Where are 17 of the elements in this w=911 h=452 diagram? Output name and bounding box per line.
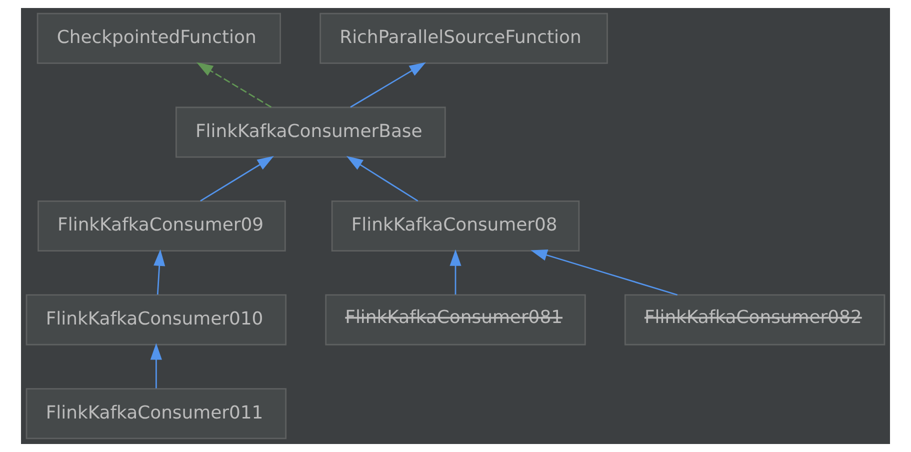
arrow — [346, 156, 418, 202]
arrow — [150, 343, 162, 388]
arrow — [350, 62, 426, 108]
node-box: CheckpointedFunction — [36, 12, 281, 64]
arrow — [530, 250, 678, 296]
arrow — [200, 156, 274, 202]
node-box: RichParallelSourceFunction — [320, 12, 608, 64]
node-box: FlinkKafkaConsumer011 — [26, 388, 287, 440]
arrow — [154, 249, 166, 295]
node-box: FlinkKafkaConsumerBase — [176, 106, 446, 158]
node-box: FlinkKafkaConsumer08 — [331, 200, 580, 252]
arrow — [196, 62, 272, 108]
arrow — [450, 249, 462, 294]
node-box: FlinkKafkaConsumer010 — [26, 294, 287, 346]
node-box: FlinkKafkaConsumer09 — [38, 200, 286, 252]
node-box: FlinkKafkaConsumer081 — [325, 294, 586, 346]
node-box: FlinkKafkaConsumer082 — [624, 294, 886, 346]
